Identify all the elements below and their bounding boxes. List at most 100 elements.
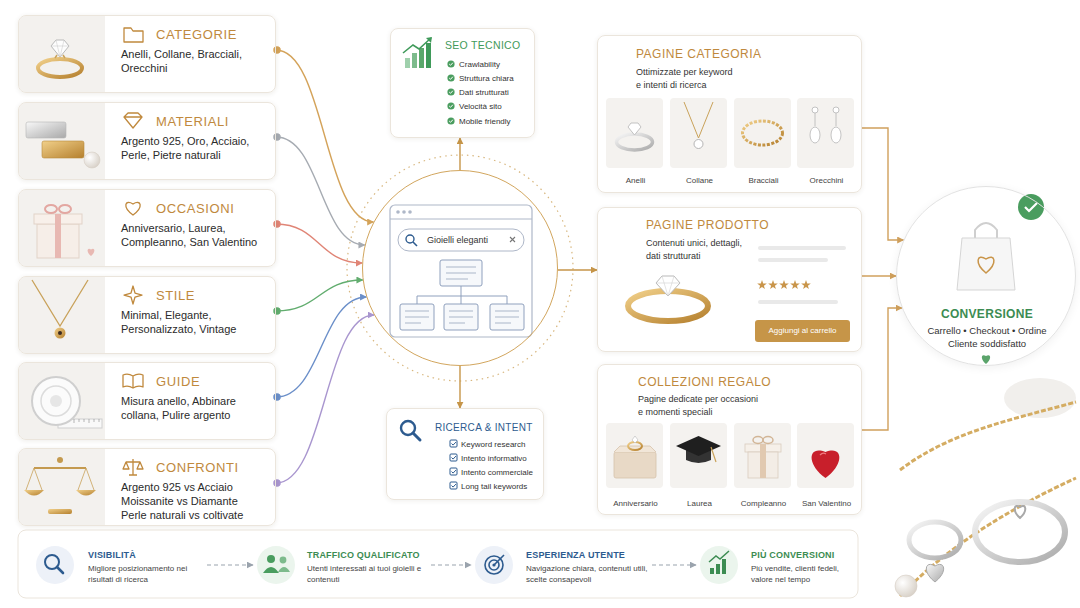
text-slot: RICERCA & INTENT — [435, 422, 539, 434]
check-icon — [449, 120, 453, 123]
benefit-icon — [280, 557, 287, 564]
check-badge — [1025, 203, 1037, 211]
jewellery-decor — [1015, 506, 1026, 518]
body-text: Minimal, Elegante, Personalizzato, Vinta… — [121, 308, 261, 336]
gift-collections-panel: COLLEZIONI REGALO Pagine dedicate per occ… — [597, 364, 862, 515]
check-icon — [447, 102, 454, 109]
body-text: Argento 925 vs Acciaio Moissanite vs Dia… — [121, 480, 261, 522]
connector — [652, 564, 696, 565]
text-slot: OCCASIONI — [156, 201, 274, 217]
body-text: Cliente soddisfatto — [948, 338, 1026, 350]
benefit-icon — [716, 564, 720, 574]
scales-picture — [34, 467, 86, 469]
connector — [276, 297, 366, 397]
heading-icon — [123, 459, 143, 475]
browser-mockup — [390, 219, 532, 220]
rating-stars — [757, 280, 767, 289]
seo-chart-icon — [403, 38, 431, 53]
check-icon — [449, 77, 453, 80]
seo-chart-icon — [426, 43, 431, 68]
category-pages-panel: PAGINE CATEGORIAOttimizzate per keyword … — [597, 35, 862, 193]
check-icon — [447, 60, 454, 124]
placeholder-line — [758, 300, 838, 304]
check-badge — [1018, 194, 1044, 220]
text-slot: Mobile friendly — [459, 117, 531, 127]
tile-jewel-picture — [812, 107, 818, 113]
text-slot: Dati strutturati — [459, 88, 531, 98]
heading-text: GUIDE — [156, 374, 200, 390]
rating-stars — [801, 280, 811, 289]
shopping-bag-picture — [957, 223, 1015, 290]
text-slot: Gioielli eleganti — [427, 235, 509, 246]
benefit-icon — [475, 546, 513, 584]
benefit-icon — [36, 546, 74, 584]
seo-chart-icon — [405, 58, 410, 68]
heading-icon — [124, 28, 143, 42]
gift-tile-picture — [812, 451, 840, 479]
connector — [276, 315, 374, 483]
heading-text: COLLEZIONI REGALO — [638, 375, 771, 389]
card-image-ground — [19, 277, 105, 353]
body-text: Collane — [686, 176, 713, 186]
scales-picture — [24, 490, 44, 496]
scales-picture — [48, 509, 72, 514]
check-badge — [1018, 194, 1044, 220]
gift-tile-picture — [820, 453, 826, 455]
topic-card: STILE Minimal, Elegante, Personalizzato, … — [18, 276, 276, 354]
body-text: Più vendite, clienti fedeli, valore nel … — [751, 564, 851, 585]
heading-text: ESPERIENZA UTENTE — [526, 550, 625, 561]
check-icon — [447, 60, 454, 67]
rating-stars — [757, 280, 811, 289]
tape-picture — [50, 395, 62, 407]
heading-icon — [124, 113, 142, 128]
card-image-ground — [60, 16, 105, 92]
picture-tile — [670, 98, 727, 168]
gift-tile-picture — [632, 436, 638, 443]
shopping-bag-picture — [978, 257, 994, 273]
benefit-icon — [36, 546, 738, 584]
text-slot: Velocità sito — [459, 102, 531, 112]
intent-box: RICERCA & INTENT Keyword researchIntento … — [386, 408, 544, 500]
gift-picture — [59, 205, 71, 213]
tile-jewel-picture — [836, 113, 837, 126]
topic-card: MATERIALIArgento 925, Oro, Acciaio, Perl… — [18, 102, 276, 180]
jewellery-decor — [900, 402, 1076, 470]
text-slot: Keyword research — [461, 440, 539, 450]
tape-picture — [32, 377, 80, 425]
check-icon — [447, 88, 454, 95]
ring-picture — [38, 40, 82, 77]
tile-jewel-picture — [810, 127, 820, 143]
check-icon — [449, 105, 453, 108]
text-slot: GUIDE — [156, 374, 274, 390]
benefit-icon — [267, 555, 275, 563]
placeholder-line — [758, 258, 828, 262]
body-text: Velocità sito — [459, 102, 502, 112]
heading-icon — [126, 202, 140, 215]
body-text: Anniversario — [613, 499, 657, 509]
picture-tile — [606, 423, 663, 488]
gift-tile-picture — [760, 444, 766, 478]
search-icon — [401, 421, 420, 440]
benefit-item: TRAFFICO QUALIFICATOUtenti interessati a… — [253, 540, 431, 590]
text-slot: Più vendite, clienti fedeli, valore nel … — [751, 564, 851, 585]
tile-jewel-picture — [617, 134, 653, 150]
text-slot: Pagine dedicate per occasioni e momenti … — [638, 393, 762, 418]
rating-stars — [768, 280, 778, 289]
rating-stars — [790, 280, 800, 289]
benefit-icon — [709, 551, 729, 562]
gift-tile-picture — [753, 437, 763, 444]
text-slot: Argento 925 vs Acciaio Moissanite vs Dia… — [121, 480, 261, 522]
text-slot: Intento commerciale — [461, 468, 539, 478]
heading-text: STILE — [156, 288, 195, 304]
benefit-icon — [485, 556, 503, 574]
benefit-icon — [278, 567, 290, 572]
metals-picture — [26, 122, 100, 168]
text-slot: Misura anello, Abbinare collana, Pulire … — [121, 394, 261, 422]
text-slot: Aggiungi al carrello — [755, 326, 850, 336]
picture-tile — [734, 423, 791, 488]
necklace-picture — [32, 280, 88, 339]
picture-tile — [606, 98, 854, 488]
necklace-picture — [55, 328, 66, 339]
body-text: Utenti interessati ai tuoi gioielli e co… — [307, 564, 427, 585]
